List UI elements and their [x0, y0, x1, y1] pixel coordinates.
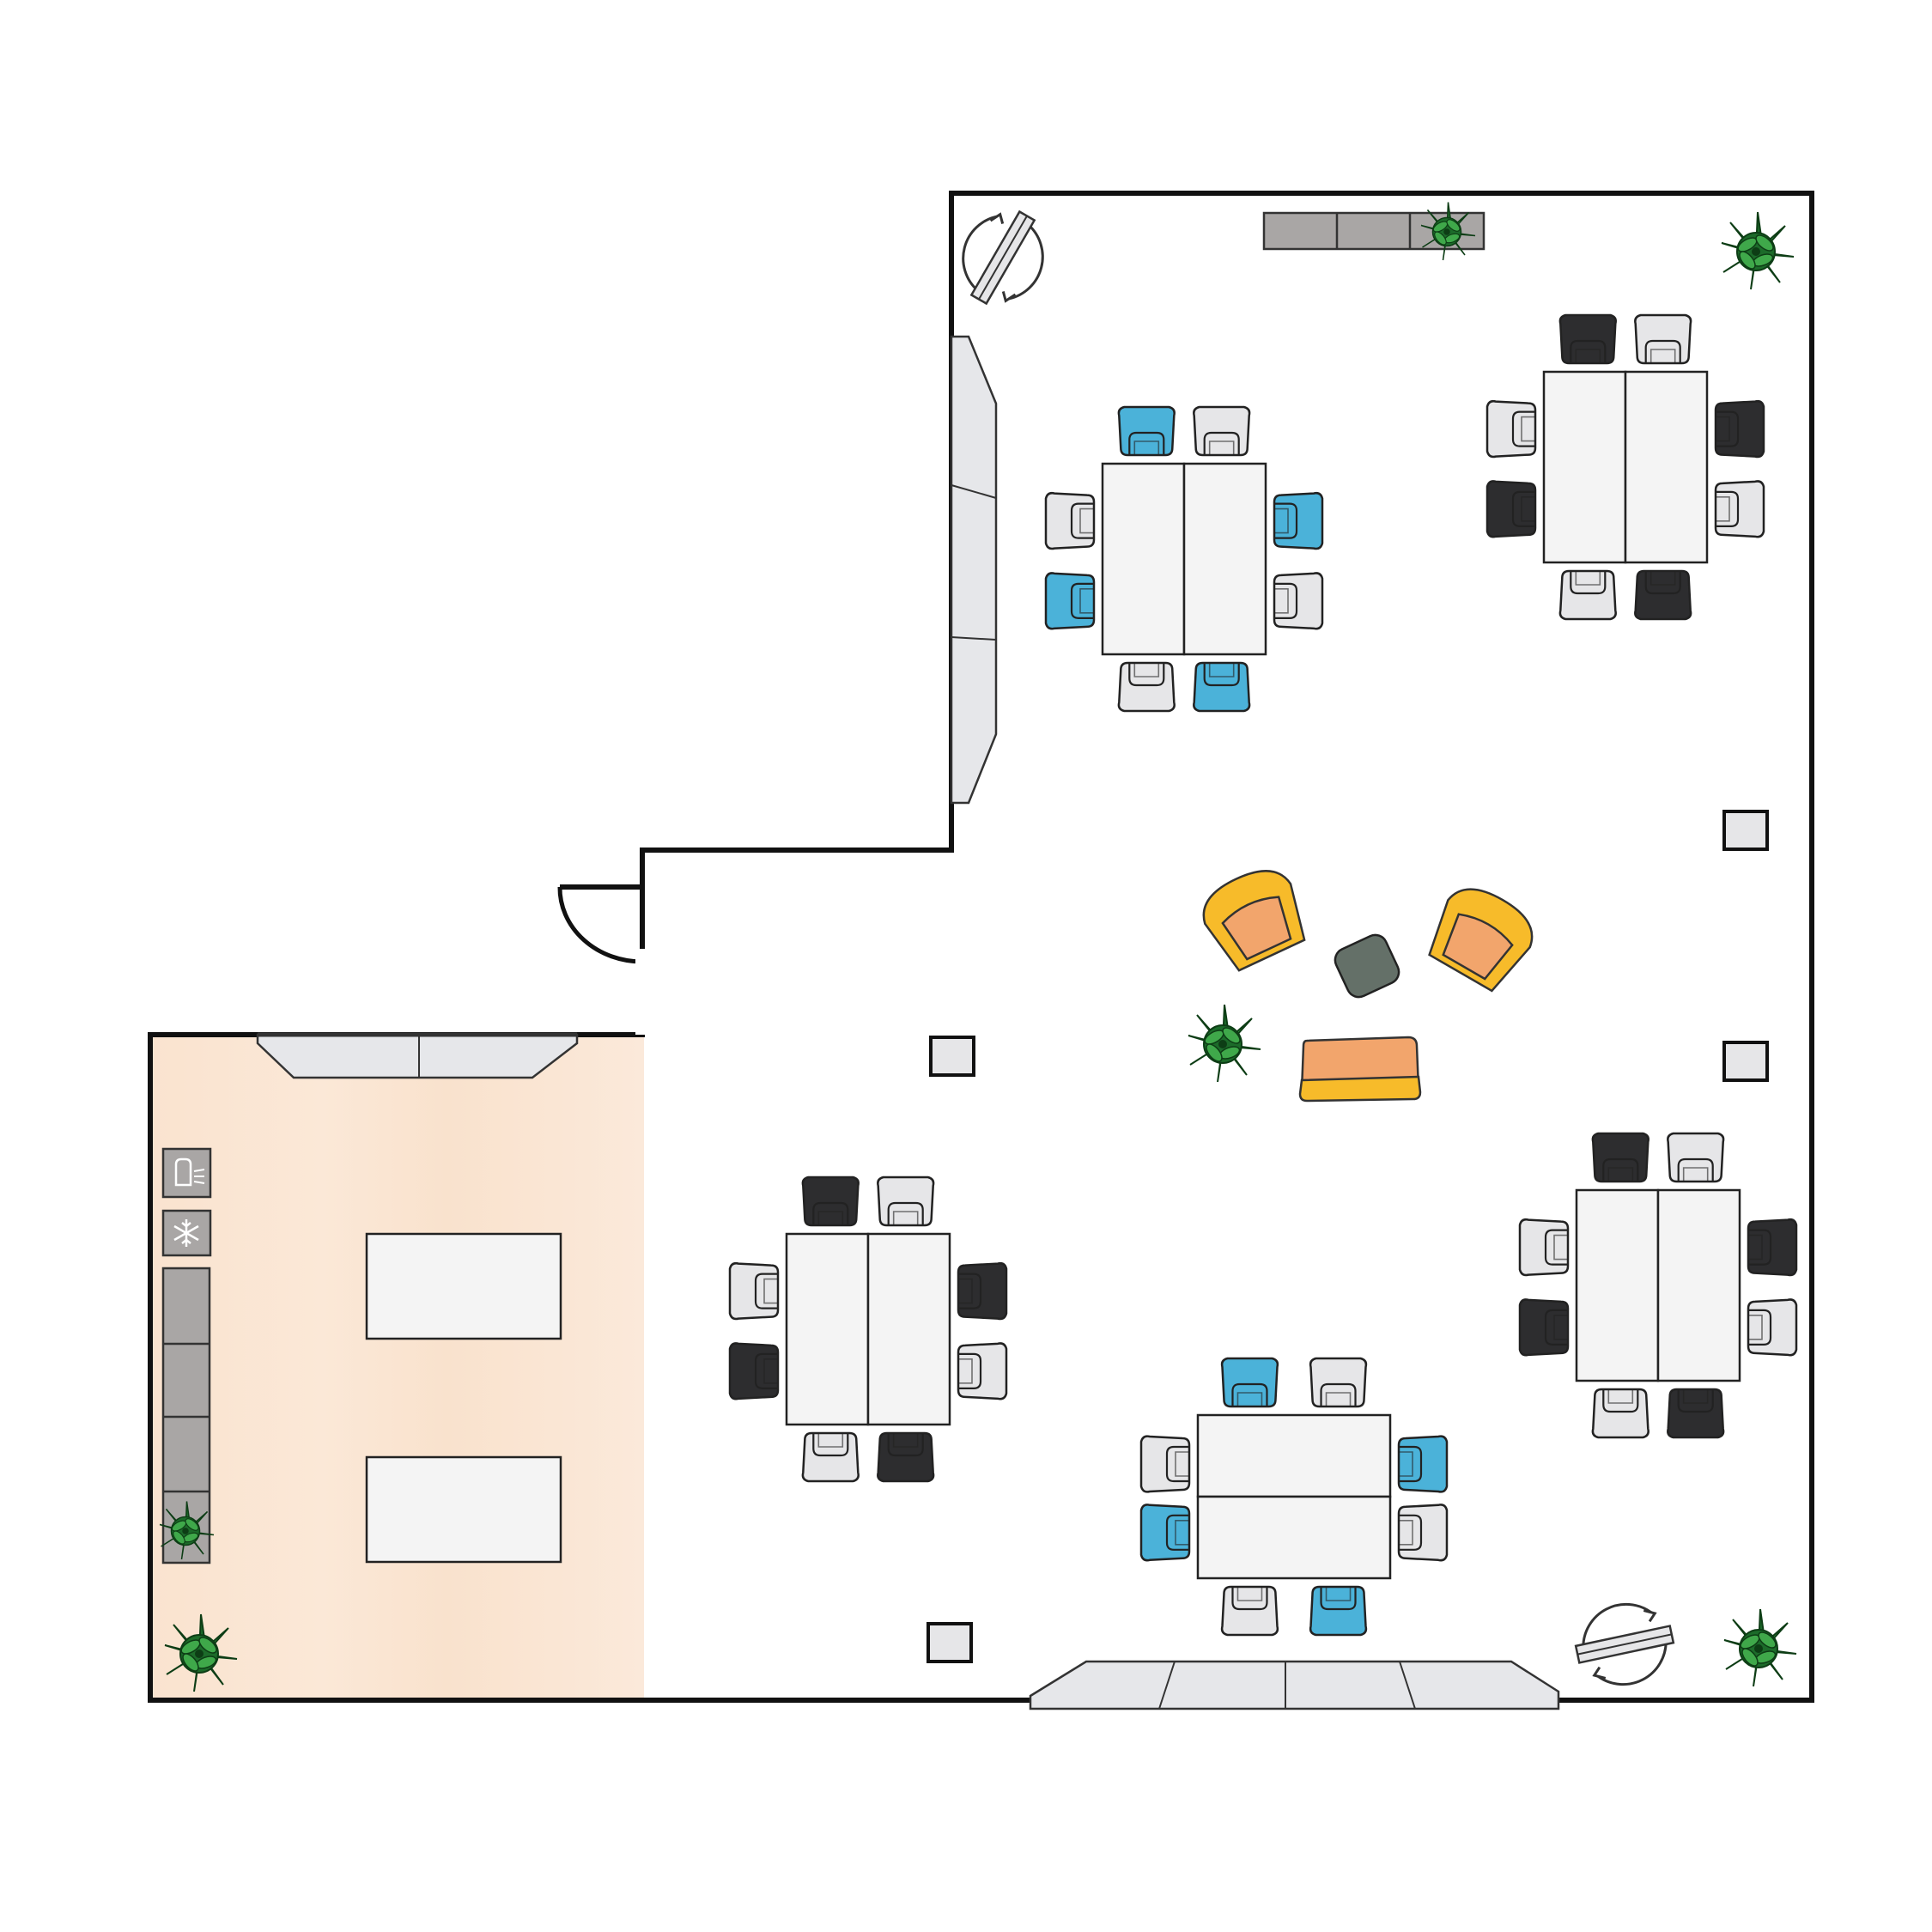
chair[interactable] [1714, 480, 1765, 538]
chair[interactable] [1634, 569, 1692, 621]
exterior-walls [148, 191, 1814, 1703]
sofa-vertical[interactable] [950, 335, 998, 805]
chair[interactable] [1220, 1357, 1279, 1408]
chair[interactable] [1558, 569, 1617, 621]
chair[interactable] [1518, 1298, 1570, 1357]
chair[interactable] [1220, 1585, 1279, 1637]
chair[interactable] [1139, 1504, 1191, 1562]
large-table[interactable] [365, 1232, 562, 1340]
chair[interactable] [728, 1342, 780, 1400]
chair[interactable] [1273, 572, 1324, 630]
chair[interactable] [1193, 661, 1251, 713]
chair[interactable] [1667, 1388, 1725, 1439]
desk[interactable] [1101, 462, 1186, 656]
pillar [1722, 1041, 1769, 1082]
chair[interactable] [1714, 399, 1765, 459]
chair[interactable] [877, 1431, 935, 1483]
chair[interactable] [1117, 405, 1176, 457]
desk[interactable] [1196, 1413, 1392, 1498]
rotating-whiteboard-bottom[interactable] [1570, 1595, 1680, 1693]
chair[interactable] [1044, 572, 1096, 630]
large-table[interactable] [365, 1455, 562, 1564]
desk[interactable] [866, 1232, 951, 1426]
chair[interactable] [1485, 480, 1537, 538]
ottoman[interactable] [1298, 1036, 1422, 1103]
chair[interactable] [801, 1431, 860, 1483]
chair[interactable] [1558, 313, 1617, 365]
chair[interactable] [1485, 399, 1537, 459]
lounge-chair-right[interactable] [1419, 877, 1543, 997]
rotating-whiteboard-top[interactable] [945, 196, 1061, 319]
chair[interactable] [1397, 1435, 1449, 1493]
chair[interactable] [1309, 1357, 1368, 1408]
pillar [1722, 810, 1769, 851]
hand-dryer-icon [161, 1147, 212, 1199]
chair[interactable] [1591, 1388, 1649, 1439]
chair[interactable] [728, 1261, 780, 1321]
lounge-chair-left[interactable] [1194, 859, 1315, 975]
chair[interactable] [1747, 1298, 1798, 1357]
chair[interactable] [957, 1261, 1008, 1321]
chair[interactable] [1397, 1504, 1449, 1562]
chair[interactable] [1044, 491, 1096, 550]
desk[interactable] [785, 1232, 870, 1426]
chair[interactable] [1309, 1585, 1368, 1637]
desk[interactable] [1656, 1188, 1741, 1382]
pillar [929, 1036, 975, 1077]
door[interactable] [557, 884, 647, 1035]
snowflake-icon [161, 1209, 212, 1257]
chair[interactable] [1634, 313, 1692, 365]
plant-icon [1188, 1004, 1261, 1083]
desk[interactable] [1624, 370, 1709, 564]
desk[interactable] [1182, 462, 1267, 656]
chair[interactable] [1139, 1435, 1191, 1493]
chair[interactable] [1591, 1132, 1649, 1183]
side-table[interactable] [1331, 931, 1402, 1000]
plant-icon [1721, 211, 1795, 290]
sofa-top-left[interactable] [256, 1032, 579, 1079]
chair[interactable] [1667, 1132, 1725, 1183]
chair[interactable] [1273, 491, 1324, 550]
chair[interactable] [1747, 1218, 1798, 1277]
desk[interactable] [1542, 370, 1627, 564]
sofa-bottom[interactable] [1029, 1660, 1560, 1710]
plant-icon [1723, 1608, 1797, 1687]
chair[interactable] [1117, 661, 1176, 713]
wood-floor-zone [150, 1035, 644, 1700]
chair[interactable] [1193, 405, 1251, 457]
desk[interactable] [1575, 1188, 1660, 1382]
chair[interactable] [957, 1342, 1008, 1400]
pillar [927, 1622, 973, 1663]
desk[interactable] [1196, 1495, 1392, 1580]
chair[interactable] [877, 1176, 935, 1227]
chair[interactable] [801, 1176, 860, 1227]
chair[interactable] [1518, 1218, 1570, 1277]
